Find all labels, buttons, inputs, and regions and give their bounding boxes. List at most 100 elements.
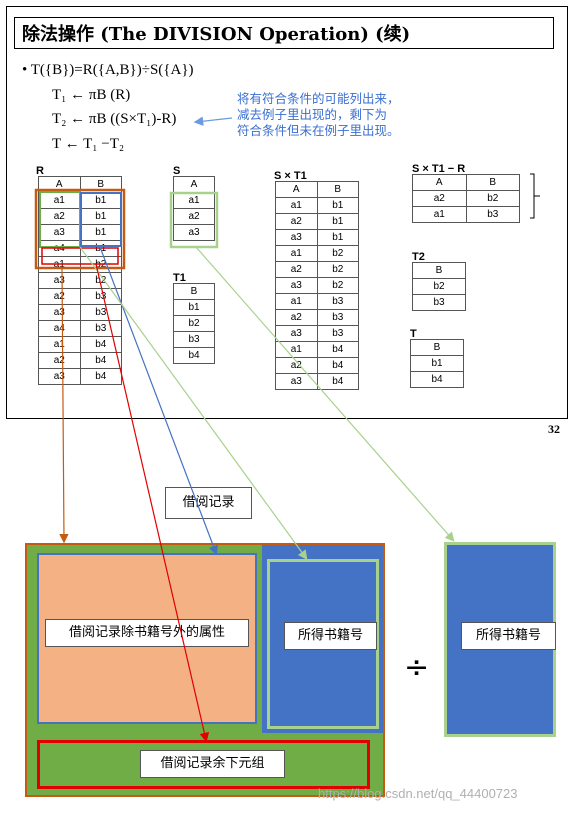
table-cell: a3 <box>275 325 318 342</box>
table-cell: b3 <box>412 294 466 311</box>
slide-title: 除法操作 (The DIVISION Operation) (续) <box>22 24 411 45</box>
table-cell: b3 <box>465 206 520 223</box>
table-row: a3 <box>173 224 215 241</box>
table-cell: b4 <box>410 371 464 388</box>
table-row: b1 <box>410 355 464 372</box>
table-r-label: R <box>36 165 44 177</box>
column-header: B <box>316 181 359 198</box>
table-cell: b2 <box>465 190 520 207</box>
table-header-row: A <box>173 176 215 193</box>
table-cell: a3 <box>275 229 318 246</box>
table-cell: a3 <box>38 224 81 241</box>
watermark: https://blog.csdn.net/qq_44400723 <box>318 786 518 801</box>
table-cell: a1 <box>173 192 215 209</box>
table-diff-label: S × T1 − R <box>412 163 466 175</box>
table-cell: a3 <box>38 368 81 385</box>
table-cell: a2 <box>38 288 81 305</box>
formula-t1: T₁ ← πB (R) <box>52 87 131 103</box>
table-cell: a1 <box>275 293 318 310</box>
divisor-label: 所得书籍号 <box>461 622 556 650</box>
column-header: A <box>173 176 215 193</box>
table-cell: a3 <box>173 224 215 241</box>
blue-arrow <box>99 246 218 556</box>
note-line: 符合条件但未在例子里出现。 <box>237 123 400 138</box>
r-red-highlight <box>41 247 119 265</box>
table-row: b2 <box>412 278 466 295</box>
table-cell: b3 <box>316 325 359 342</box>
column-header: A <box>275 181 318 198</box>
table-cell: a3 <box>275 373 318 390</box>
table-cell: b2 <box>412 278 466 295</box>
table-s-label: S <box>173 165 181 177</box>
table-cell: b1 <box>410 355 464 372</box>
table-cell: b4 <box>316 373 359 390</box>
formula-t: T ← T₁ −T₂ <box>52 136 125 152</box>
table-row: b1 <box>173 299 215 316</box>
table-cell: b3 <box>79 288 122 305</box>
table-row: b3 <box>173 331 215 348</box>
table-cell: a1 <box>38 336 81 353</box>
table-cell: b1 <box>79 224 122 241</box>
table-t2-label: T2 <box>412 251 425 263</box>
books-highlight <box>267 559 379 729</box>
diff-bracket <box>530 173 540 219</box>
s-green-highlight <box>169 191 219 249</box>
column-header: B <box>465 174 520 191</box>
divide-symbol: ÷ <box>404 650 430 685</box>
r-blue-highlight <box>80 192 122 247</box>
table-cell: b3 <box>173 331 215 348</box>
formula-main: • T({B})=R({A,B})÷S({A}) <box>22 62 194 78</box>
table-cell: a1 <box>38 192 81 209</box>
table-cell: a2 <box>412 190 467 207</box>
r-orange-highlight <box>34 188 126 270</box>
r-green-highlight <box>39 191 81 248</box>
page-number: 32 <box>548 422 560 436</box>
attrs-label: 借阅记录除书籍号外的属性 <box>45 619 249 647</box>
note-text: 将有符合条件的可能列出来， 减去例子里出现的，剩下为 符合条件但未在例子里出现。 <box>237 91 400 139</box>
table-cell: a2 <box>275 309 318 326</box>
table-cell: b2 <box>316 245 359 262</box>
table-cell: a1 <box>412 206 467 223</box>
note-line: 将有符合条件的可能列出来， <box>237 91 400 106</box>
table-sxt1-label: S × T1 <box>274 170 307 182</box>
table-header-row: B <box>412 262 466 279</box>
orange-arrow <box>59 267 69 544</box>
table-row: b4 <box>410 371 464 388</box>
table-row: a2 <box>173 208 215 225</box>
table-cell: b3 <box>316 293 359 310</box>
table-cell: b4 <box>79 368 122 385</box>
table-cell: a4 <box>38 320 81 337</box>
table-cell: a2 <box>275 357 318 374</box>
table-cell: b1 <box>173 299 215 316</box>
note-line: 减去例子里出现的，剩下为 <box>237 107 388 122</box>
table-cell: b4 <box>173 347 215 364</box>
green-arrow-r <box>79 246 308 560</box>
note-arrow <box>193 116 233 126</box>
table-cell: a2 <box>173 208 215 225</box>
table-cell: b2 <box>316 261 359 278</box>
table-t1-label: T1 <box>173 272 186 284</box>
table-cell: b1 <box>316 213 359 230</box>
title-box <box>14 17 554 49</box>
